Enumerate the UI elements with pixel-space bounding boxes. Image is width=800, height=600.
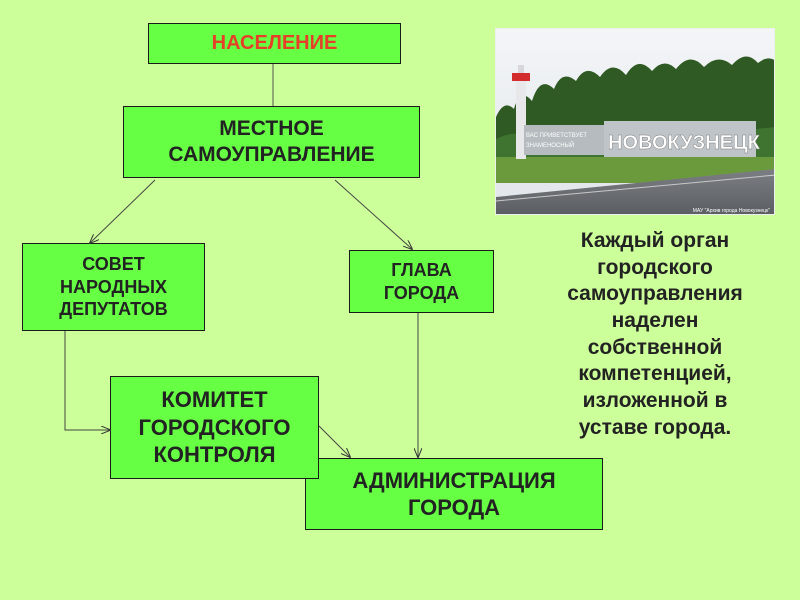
description-text: Каждый орган городского самоуправления н… <box>567 229 743 439</box>
photo-caption: МАУ "Архив города Новокузнецк" <box>693 208 770 214</box>
council-box: СОВЕТ НАРОДНЫХ ДЕПУТАТОВ <box>22 243 205 331</box>
council-label: СОВЕТ НАРОДНЫХ ДЕПУТАТОВ <box>59 254 168 320</box>
local-government-box: МЕСТНОЕ САМОУПРАВЛЕНИЕ <box>123 106 420 178</box>
city-sign-photo: ВАС ПРИВЕТСТВУЕТ ЗНАМЕНОСНЫЙ НОВОКУЗНЕЦК… <box>495 28 775 215</box>
sign-city-name: НОВОКУЗНЕЦК <box>608 132 761 154</box>
arrow-committee-administration <box>318 425 350 457</box>
control-committee-box: КОМИТЕТ ГОРОДСКОГО КОНТРОЛЯ <box>110 376 319 479</box>
arrow-council-committee <box>64 331 110 430</box>
arrow-local-council <box>90 179 156 243</box>
control-committee-label: КОМИТЕТ ГОРОДСКОГО КОНТРОЛЯ <box>138 387 291 468</box>
administration-label: АДМИНИСТРАЦИЯ ГОРОДА <box>352 467 556 521</box>
city-head-label: ГЛАВА ГОРОДА <box>383 260 460 303</box>
sign-small-text-2: ЗНАМЕНОСНЫЙ <box>526 141 574 149</box>
sign-small-text-1: ВАС ПРИВЕТСТВУЕТ <box>526 133 587 139</box>
population-label: НАСЕЛЕНИЕ <box>211 32 338 54</box>
novokuznetsk-sign-image: ВАС ПРИВЕТСТВУЕТ ЗНАМЕНОСНЫЙ НОВОКУЗНЕЦК… <box>496 29 774 214</box>
city-head-box: ГЛАВА ГОРОДА <box>349 250 494 313</box>
population-box: НАСЕЛЕНИЕ <box>148 23 401 64</box>
administration-box: АДМИНИСТРАЦИЯ ГОРОДА <box>305 458 603 530</box>
local-government-label: МЕСТНОЕ САМОУПРАВЛЕНИЕ <box>168 116 375 166</box>
arrow-local-head <box>334 179 412 249</box>
